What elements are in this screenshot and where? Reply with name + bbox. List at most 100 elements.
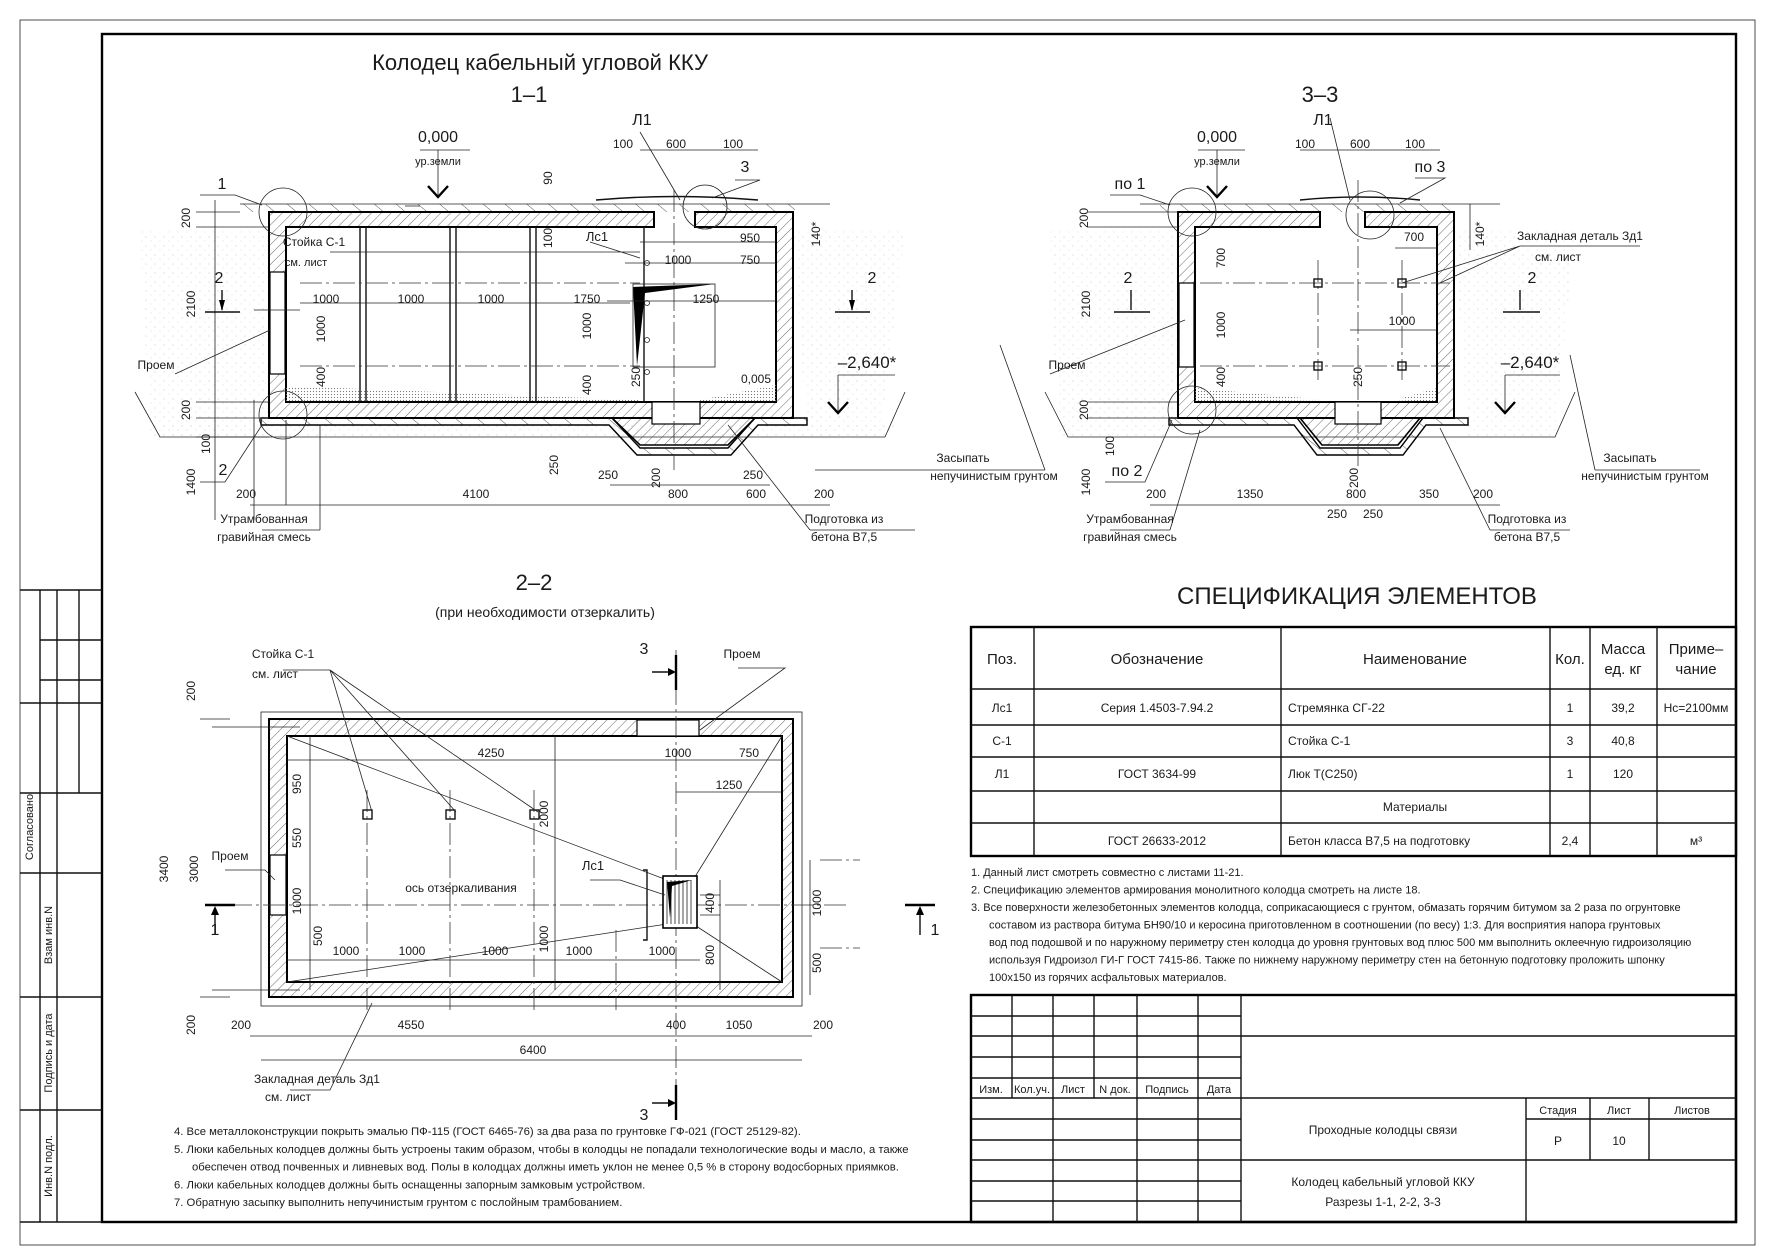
dimension-label: 250 <box>1351 367 1365 387</box>
spec-header: Масса <box>1601 641 1646 658</box>
dimension-label: Засыпать <box>936 451 989 465</box>
dimension-label: 200 <box>184 1015 198 1035</box>
dimension-label: 3–3 <box>1302 82 1339 107</box>
backfill-soil <box>793 230 905 437</box>
dimension-label: 1 <box>931 922 940 939</box>
dimension-label: 1000 <box>314 315 328 342</box>
ladder-lc1 <box>632 227 716 402</box>
spec-header: Кол. <box>1555 651 1585 668</box>
spec-cell: Материалы <box>1383 800 1447 814</box>
dimension-label: 250 <box>743 468 763 482</box>
spec-header: Поз. <box>987 651 1017 668</box>
dimension-label: Л1 <box>632 112 652 129</box>
dimension-label: 950 <box>740 231 760 245</box>
spec-cell: Стремянка СГ-22 <box>1288 701 1385 715</box>
dimension-label: 3400 <box>157 855 171 882</box>
dimension-label: 1000 <box>482 944 509 958</box>
dimension-label: 0,000 <box>1197 129 1237 146</box>
spec-cell: Лс1 <box>992 701 1013 715</box>
title-block-header: Изм. <box>979 1084 1003 1096</box>
dimension-label: 200 <box>1077 208 1091 228</box>
dimension-label: см. лист <box>265 1090 312 1104</box>
note-line: 4. Все металлоконструкции покрыть эмалью… <box>174 1126 801 1138</box>
main-title: Колодец кабельный угловой ККУ <box>372 50 709 75</box>
dimension-label: 1400 <box>1079 468 1093 495</box>
spec-cell: ГОСТ 3634-99 <box>1118 767 1196 781</box>
note-line: составом из раствора битума БН90/10 и ке… <box>989 920 1661 932</box>
dimension-label: 2 <box>219 462 228 479</box>
dimension-label: 1000 <box>478 292 505 306</box>
dimension-label: гравийная смесь <box>217 530 311 544</box>
dimension-label: 0,000 <box>418 129 458 146</box>
spec-header: Обозначение <box>1111 651 1204 668</box>
dimension-label: 400 <box>666 1018 686 1032</box>
dimension-label: 200 <box>236 487 256 501</box>
dimension-label: Подготовка из <box>1488 512 1567 526</box>
dimension-label: 4550 <box>398 1018 425 1032</box>
dimension-label: 3 <box>640 1107 649 1124</box>
embedded-parts-zd1 <box>1313 278 1407 371</box>
dimension-label: 250 <box>629 367 643 387</box>
spec-header: ед. кг <box>1604 661 1642 678</box>
sump-pit <box>610 417 757 446</box>
spec-cell: 40,8 <box>1611 734 1635 748</box>
dimension-label: 0,005 <box>741 372 771 386</box>
note-line: вод под подошвой и по наружному периметр… <box>989 937 1691 949</box>
note-line: 2. Спецификацию элементов армирования мо… <box>971 885 1421 897</box>
ground-layer <box>240 204 795 212</box>
dimension-label: 1 <box>211 922 220 939</box>
dimension-label: 100 <box>723 137 743 151</box>
dimension-label: 200 <box>1077 400 1091 420</box>
approval-strip: Согласовано Взам инв.N Подпись и дата Ин… <box>20 589 102 1223</box>
dimension-label: 1000 <box>566 944 593 958</box>
dimension-label: 100 <box>541 228 555 248</box>
spec-cell: 3 <box>1567 734 1574 748</box>
dimension-label: 2–2 <box>516 570 553 595</box>
backfill-soil <box>140 230 269 437</box>
dimension-label: 1000 <box>665 746 692 760</box>
drawing-title: Колодец кабельный угловой ККУ <box>1291 1175 1475 1189</box>
dimension-label: 250 <box>1363 507 1383 521</box>
dimension-label: 250 <box>1327 507 1347 521</box>
gravel-bed <box>160 425 900 437</box>
dimension-label: 700 <box>1404 230 1424 244</box>
dimension-label: 6400 <box>520 1043 547 1057</box>
dimension-label: 800 <box>703 945 717 965</box>
dimension-label: бетона В7,5 <box>811 530 878 544</box>
floor-screed <box>286 386 640 402</box>
dimension-label: 4100 <box>463 487 490 501</box>
section-2-2-labels: 2–2(при необходимости отзеркалить)Стойка… <box>157 570 940 1124</box>
dimension-label: 1000 <box>313 292 340 306</box>
dimension-label: 400 <box>1214 367 1228 387</box>
dimension-label: 2100 <box>1079 290 1093 317</box>
dimension-label: (при необходимости отзеркалить) <box>435 604 655 620</box>
columns <box>359 227 537 402</box>
title-block-header: Подпись <box>1145 1084 1189 1096</box>
dimension-label: 1 <box>218 176 227 193</box>
note-line: 6. Люки кабельных колодцев должны быть о… <box>174 1179 645 1191</box>
dimension-label: 2 <box>1528 270 1537 287</box>
spec-cell: Бетон класса В7,5 на подготовку <box>1288 834 1470 848</box>
dimension-label: ур.земли <box>1194 156 1240 168</box>
dimension-label: 2 <box>1124 270 1133 287</box>
project-name: Проходные колодцы связи <box>1309 1123 1458 1137</box>
dimension-label: 1350 <box>1237 487 1264 501</box>
dimension-label: 2 <box>868 270 877 287</box>
dimension-label: 1050 <box>726 1018 753 1032</box>
dimension-label: 1000 <box>810 889 824 916</box>
title-block-header: N док. <box>1099 1084 1130 1096</box>
dimension-label: 1000 <box>1389 314 1416 328</box>
stage-header: Листов <box>1674 1105 1710 1117</box>
dimension-label: Утрамбованная <box>1086 512 1173 526</box>
dimension-label: 200 <box>184 681 198 701</box>
dimension-label: Л1 <box>1313 112 1333 129</box>
dimension-label: 200 <box>1347 468 1361 488</box>
strip-label-agreed: Согласовано <box>24 794 36 860</box>
dimension-label: Засыпать <box>1603 451 1656 465</box>
section-2-2-plan <box>200 650 935 1120</box>
section-1-1-labels: 1–10,000ур.земли122002100200100140090100… <box>138 82 1058 544</box>
general-notes: 1. Данный лист смотреть совместно с лист… <box>971 867 1691 984</box>
note-line: обеспечен отвод почвенных и ливневых вод… <box>192 1162 899 1174</box>
